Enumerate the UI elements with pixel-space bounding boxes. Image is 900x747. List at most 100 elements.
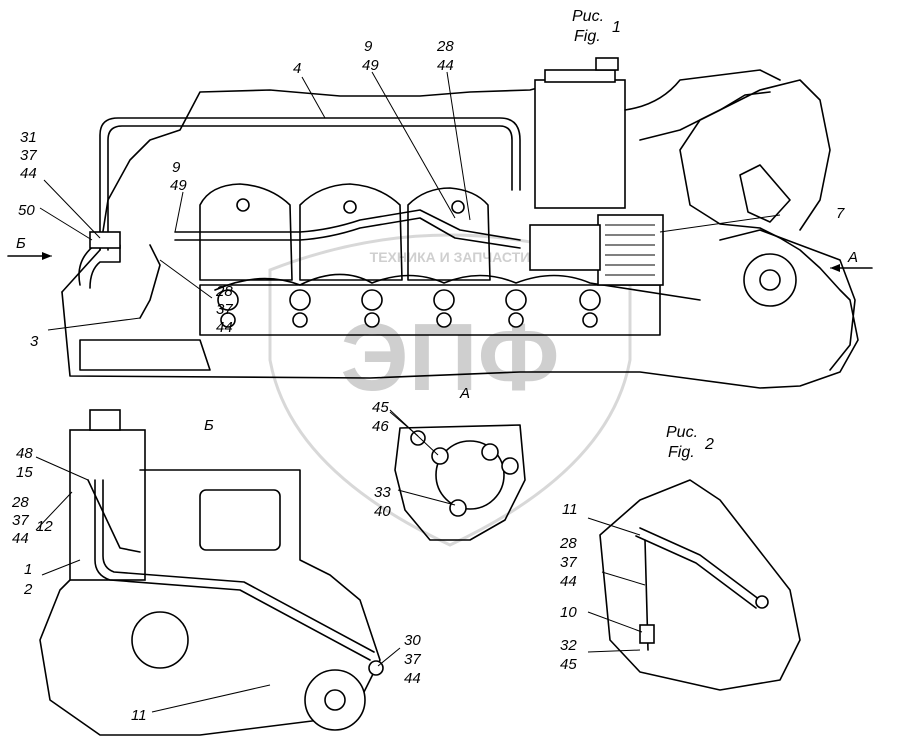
head-cover-1	[199, 183, 293, 281]
view-arrows	[7, 252, 873, 272]
fig2-detail	[587, 479, 801, 691]
view-b-pipe-short	[87, 479, 141, 553]
callout-11-fig2: 11	[562, 501, 578, 518]
view-b-arrow-label: Б	[16, 235, 26, 252]
callout-49-top: 49	[362, 57, 379, 74]
callout-3: 3	[30, 333, 39, 350]
callout-44-b: 44	[12, 530, 29, 547]
callout-1: 1	[24, 561, 32, 578]
callout-30: 30	[404, 632, 421, 649]
fig2-title-en: Fig.	[668, 444, 695, 461]
pump-ribs	[605, 224, 655, 276]
view-b-pipe-long-2	[102, 479, 375, 653]
view-a-detail	[389, 409, 526, 541]
callout-12: 12	[36, 518, 53, 535]
view-b-detail	[35, 409, 401, 736]
fig1-number: 1	[612, 19, 621, 36]
watermark-text: ТЕХНИКА И ЗАПЧАСТИ	[370, 249, 531, 265]
watermark-shield	[268, 233, 632, 547]
callout-28-b: 28	[11, 494, 29, 511]
pump-body	[597, 214, 664, 286]
view-a-outline	[394, 424, 526, 541]
callout-4: 4	[293, 60, 301, 77]
manifold-row	[199, 284, 661, 336]
view-a-bolt-1	[431, 447, 449, 465]
reservoir-cap	[595, 57, 619, 71]
upper-right-tubes-2	[639, 91, 771, 141]
callout-45: 45	[372, 399, 389, 416]
right-housing	[719, 229, 856, 371]
view-b-cap	[89, 409, 121, 431]
callout-28-mid: 28	[215, 283, 233, 300]
callout-44-top: 44	[437, 57, 454, 74]
callout-46: 46	[372, 418, 389, 435]
callout-10: 10	[560, 604, 577, 621]
callout-28-top: 28	[436, 38, 454, 55]
callout-15: 15	[16, 464, 33, 481]
callout-33: 33	[374, 484, 391, 501]
fig2-pipe-inner	[635, 535, 757, 609]
injector-row	[217, 289, 601, 328]
view-a-arrow-label: А	[847, 249, 858, 266]
callout-28-f2: 28	[559, 535, 577, 552]
pipe-9	[174, 209, 521, 241]
left-hose-3	[78, 244, 121, 289]
view-a-bolt-2	[481, 443, 499, 461]
oil-pan	[79, 339, 211, 371]
callout-48: 48	[16, 445, 33, 462]
head-cover-2	[299, 183, 403, 281]
callout-37-mid: 37	[216, 301, 233, 318]
view-b-pulley-hub	[324, 689, 346, 711]
upper-right-tubes	[624, 69, 781, 111]
cover-bolt-2	[343, 200, 357, 214]
callout-49-mid: 49	[170, 177, 187, 194]
callout-11-b: 11	[131, 707, 147, 724]
clamp-50	[89, 231, 121, 249]
left-pipe	[139, 244, 161, 319]
fig2-outline	[599, 479, 801, 691]
callout-44-a: 44	[20, 165, 37, 182]
right-pulley-hub	[759, 269, 781, 291]
pump-housing	[529, 224, 601, 271]
view-b-reservoir	[69, 429, 146, 581]
reservoir	[534, 79, 626, 209]
pipe-4	[99, 117, 521, 251]
callout-44-mid: 44	[216, 319, 233, 336]
figure-titles: Рис. Fig. 1 Рис. Fig. 2 Б А А Б	[16, 8, 858, 461]
callout-40: 40	[374, 503, 391, 520]
callout-44-f2: 44	[560, 573, 577, 590]
fig2-pipe	[639, 527, 761, 601]
fig1-title-ru: Рис.	[572, 8, 604, 25]
callout-7: 7	[836, 205, 845, 222]
fig2-clamp	[639, 624, 655, 644]
view-a-title: А	[459, 385, 470, 402]
callout-44-c: 44	[404, 670, 421, 687]
callout-37-f2: 37	[560, 554, 577, 571]
pipe-4-inner	[107, 125, 513, 251]
callout-37-b: 37	[12, 512, 29, 529]
fuel-lines	[214, 273, 701, 301]
callout-9-mid: 9	[172, 159, 181, 176]
engine-block-outline	[61, 79, 859, 389]
view-a-bolt-3	[501, 457, 519, 475]
callout-9-top: 9	[364, 38, 373, 55]
reservoir-cap-base	[544, 69, 616, 83]
callout-31: 31	[20, 129, 37, 146]
callout-50: 50	[18, 202, 35, 219]
callout-37-c: 37	[404, 651, 421, 668]
callout-2: 2	[23, 581, 33, 598]
callout-labels: 4 9 49 28 44 31 37 44 9 49 50 7 28 37 44…	[11, 38, 845, 724]
view-b-gear	[131, 611, 189, 669]
view-a-bolt-4	[410, 430, 426, 446]
callout-45-f2: 45	[560, 656, 577, 673]
callout-37-a: 37	[20, 147, 37, 164]
fig2-title-ru: Рис.	[666, 424, 698, 441]
cover-bolt-1	[236, 198, 250, 212]
view-b-plate	[199, 489, 281, 551]
callout-32: 32	[560, 637, 577, 654]
view-a-bolt-5	[449, 499, 467, 517]
head-cover-3	[407, 187, 491, 281]
view-b-title: Б	[204, 417, 214, 434]
fig1-title-en: Fig.	[574, 28, 601, 45]
